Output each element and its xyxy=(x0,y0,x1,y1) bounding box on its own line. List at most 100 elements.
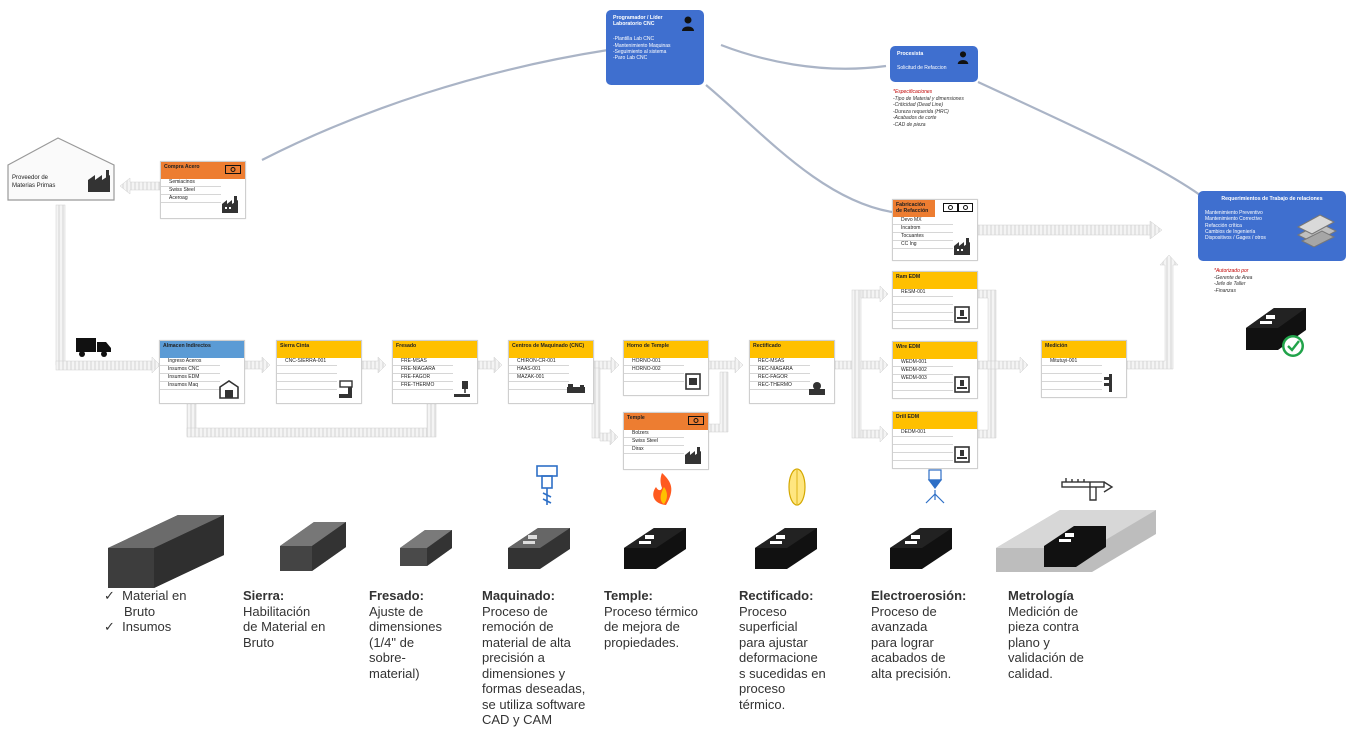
box-item: Insumos EDM xyxy=(160,374,220,382)
checklist-item: Material en xyxy=(122,588,187,603)
box-item: HORNO-001 xyxy=(624,358,684,366)
box-drill-edm[interactable]: Drill EDM DEDM-001 xyxy=(892,411,978,469)
requirements-title: Requerimientos de Trabajo de relaciones xyxy=(1221,196,1323,202)
stage-desc-line: deformacione xyxy=(739,650,818,665)
box-temple[interactable]: Temple Bolzers Swiss Steel Dirax xyxy=(623,412,709,470)
stage-desc-line: se utiliza software xyxy=(482,696,586,712)
stage-title: Temple: xyxy=(604,588,653,603)
box-rectificado[interactable]: Rectificado REC-MSAS REC-NIAGARA REC-FAG… xyxy=(749,340,835,404)
requirements-card[interactable]: Requerimientos de Trabajo de relaciones … xyxy=(1198,191,1346,261)
stage-fresado: Fresado: Ajuste de dimensiones (1/4" de … xyxy=(369,588,442,681)
box-item xyxy=(509,382,569,390)
caliper-icon xyxy=(1061,478,1114,501)
stage-sierra: Sierra: Habilitación de Material en Brut… xyxy=(243,588,325,650)
box-item: Devo MX xyxy=(893,217,953,225)
box-fabricacion[interactable]: Fabricación de Refacción Devo MX Incatro… xyxy=(892,199,978,261)
process-icons xyxy=(536,465,1114,506)
worker-icon xyxy=(682,16,694,31)
requester-specs: *Especificaciones -Tipo de Material y di… xyxy=(893,89,964,129)
requester-card[interactable]: Procesista Solicitud de Refaccion xyxy=(890,46,978,82)
box-medicion[interactable]: Medición Mitutuyi-001 xyxy=(1041,340,1127,398)
requirement-item: Mantenimiento Preventivo xyxy=(1205,210,1263,217)
stage-title: Metrología xyxy=(1008,588,1074,603)
box-item xyxy=(624,374,684,382)
warehouse-icon xyxy=(219,380,239,399)
auth-item: -Jefe de Taller xyxy=(1214,281,1246,288)
box-item: REC-MSAS xyxy=(750,358,810,366)
box-item: HORNO-002 xyxy=(624,366,684,374)
box-item: CC Ing xyxy=(893,241,953,249)
box-item xyxy=(893,383,953,391)
box-item xyxy=(1042,382,1102,390)
box-ram-edm[interactable]: Ram EDM RESM-001 xyxy=(892,271,978,329)
milling-machine-icon xyxy=(454,381,470,397)
box-item: Semiacinos xyxy=(161,179,221,187)
box-item: REC-NIAGARA xyxy=(750,366,810,374)
machined-block xyxy=(508,528,570,569)
box-item: FRE-MSAS xyxy=(393,358,453,366)
box-horno[interactable]: Horno de Temple HORNO-001 HORNO-002 xyxy=(623,340,709,396)
ground-block xyxy=(755,528,817,569)
box-item xyxy=(1042,374,1102,382)
box-item xyxy=(277,374,337,382)
furnace-icon xyxy=(685,373,701,390)
box-item: WEDM-001 xyxy=(893,359,953,367)
stage-desc-line: material de alta xyxy=(482,634,571,650)
stage-temple: Temple: Proceso térmico de mejora de pro… xyxy=(604,588,698,650)
stage-desc-line: plano y xyxy=(1008,634,1050,650)
box-item: CHIRON-CR-001 xyxy=(509,358,569,366)
spec-item: -Acabados de corte xyxy=(893,115,937,122)
stage-desc-line: para lograr xyxy=(871,634,934,650)
box-sierra[interactable]: Sierra Cinta CNC-SIERRA-001 xyxy=(276,340,362,404)
edm-machine-icon xyxy=(954,306,970,323)
box-item: Swiss Steel xyxy=(624,438,684,446)
box-title: Fabricación de Refacción xyxy=(893,200,935,217)
stage-electroerosion: Electroerosión: Proceso de avanzada para… xyxy=(871,588,966,681)
fire-icon xyxy=(653,473,672,505)
box-fresado[interactable]: Fresado FRE-MSAS FRE-NIAGARA FRE-FAGOR F… xyxy=(392,340,478,404)
material-blocks xyxy=(108,510,1156,588)
stage-title: Maquinado: xyxy=(482,588,555,603)
box-item: WEDM-002 xyxy=(893,367,953,375)
caliper-icon xyxy=(1104,374,1112,392)
curve-connectors xyxy=(261,43,1201,214)
edm-machine-icon xyxy=(954,446,970,463)
programmer-card[interactable]: Programador / Líder Laboratorio CNC -Pla… xyxy=(606,10,704,85)
stage-desc-line: s sucedidas en xyxy=(739,665,826,681)
stage-desc-line: (1/4" de xyxy=(369,634,415,650)
auth-item: -Finanzas xyxy=(1214,287,1236,294)
box-title: Wire EDM xyxy=(893,342,977,359)
programmer-item: -Plantilla Lab CNC xyxy=(613,36,655,43)
stage-desc-line: superficial xyxy=(739,619,798,634)
raw-block xyxy=(108,515,224,588)
supplier-label: Proveedor de Materias Primas xyxy=(12,175,56,189)
box-item: REC-THERMO xyxy=(750,382,810,390)
box-item xyxy=(893,297,953,305)
band-saw-icon xyxy=(339,380,353,398)
box-wire-edm[interactable]: Wire EDM WEDM-001 WEDM-002 WEDM-003 xyxy=(892,341,978,399)
box-centros[interactable]: Centros de Maquinado (CNC) CHIRON-CR-001… xyxy=(508,340,594,404)
stage-desc-line: calidad. xyxy=(1008,665,1053,681)
factory-icon xyxy=(222,196,238,213)
box-item xyxy=(893,305,953,313)
auth-title: *Autorizado por xyxy=(1214,268,1249,274)
grinder-icon xyxy=(809,382,825,395)
factory-icon xyxy=(685,447,701,464)
box-item: Swiss Steel xyxy=(161,187,221,195)
stage-desc-line: alta precisión. xyxy=(871,665,952,681)
checklist-item: Insumos xyxy=(122,619,172,634)
stage-desc-line: propiedades. xyxy=(604,634,680,650)
box-almacen[interactable]: Almacen Indirectos Ingreso Aceros Insumo… xyxy=(159,340,245,404)
edm-spark-icon xyxy=(925,469,945,504)
box-item: Aceroag xyxy=(161,195,221,203)
stage-desc-line: Habilitación xyxy=(243,603,311,619)
programmer-item: -Paro Lab CNC xyxy=(613,55,648,62)
edm-block xyxy=(890,528,952,569)
end-mill-icon xyxy=(536,465,558,505)
stage-desc-line: para ajustar xyxy=(739,634,808,650)
stage-desc-line: Proceso térmico xyxy=(604,603,698,619)
sawn-block xyxy=(280,522,346,571)
box-item xyxy=(1042,366,1102,374)
stage-desc-line: CAD y CAM xyxy=(482,712,553,727)
box-compra-acero[interactable]: Compra Acero Semiacinos Swiss Steel Acer… xyxy=(160,161,246,219)
